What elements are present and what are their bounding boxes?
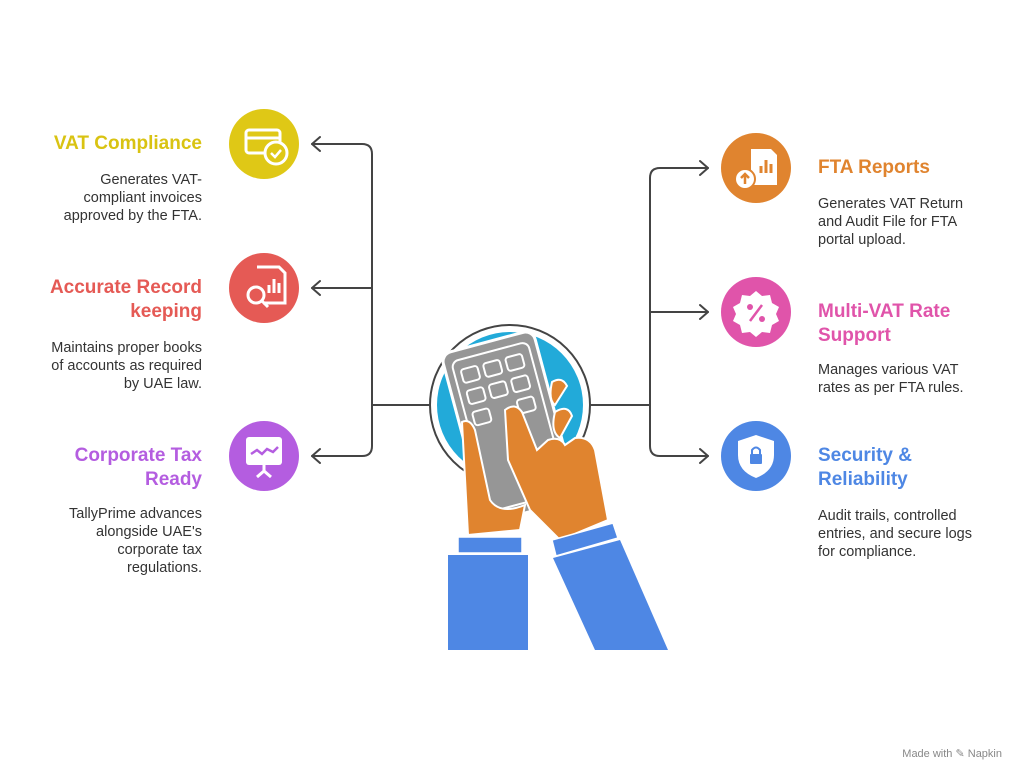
document-search-icon bbox=[229, 253, 299, 323]
right-connector bbox=[589, 167, 709, 457]
card-check-icon bbox=[229, 109, 299, 179]
presentation-chart-icon bbox=[229, 421, 299, 491]
vat-compliance-desc: Generates VAT-compliant invoices approve… bbox=[63, 172, 202, 224]
napkin-watermark: Made with ✎ Napkin bbox=[902, 748, 1002, 760]
record-keeping-title: Accurate Record keeping bbox=[49, 277, 202, 322]
multi-vat-desc: Manages various VAT rates as per FTA rul… bbox=[818, 362, 964, 396]
shield-lock-icon bbox=[721, 421, 791, 491]
multi-vat-title: Multi-VAT Rate Support bbox=[818, 301, 951, 346]
fta-reports-desc: Generates VAT Return and Audit File for … bbox=[818, 196, 964, 248]
calculator-hands-illustration bbox=[429, 324, 668, 650]
left-arrowheads bbox=[311, 136, 321, 464]
right-arrowheads bbox=[699, 160, 709, 464]
fta-reports-title: FTA Reports bbox=[818, 157, 930, 178]
report-upload-icon bbox=[721, 133, 791, 203]
left-connector bbox=[311, 143, 431, 457]
security-desc: Audit trails, controlled entries, and se… bbox=[818, 508, 972, 560]
percent-badge-icon bbox=[721, 277, 791, 347]
record-keeping-desc: Maintains proper books of accounts as re… bbox=[51, 340, 202, 392]
security-title: Security & Reliability bbox=[818, 445, 912, 490]
corporate-tax-desc: TallyPrime advances alongside UAE's corp… bbox=[69, 506, 202, 576]
vat-compliance-title: VAT Compliance bbox=[53, 133, 202, 154]
corporate-tax-title: Corporate Tax Ready bbox=[74, 445, 202, 490]
